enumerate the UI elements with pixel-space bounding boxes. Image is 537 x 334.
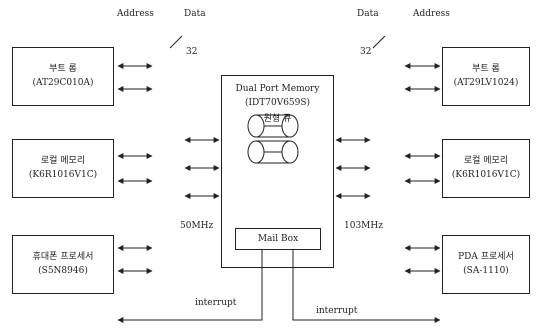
phone-processor: 휴대폰 프로세서 (S5N8946)	[12, 235, 114, 294]
left-boot-rom-name: 부트 롬	[13, 62, 113, 76]
left-clock-label: 50MHz	[180, 221, 213, 231]
right-local-memory: 로컬 메모리 (K6R1016V1C)	[442, 139, 530, 198]
left-local-memory: 로컬 메모리 (K6R1016V1C)	[12, 139, 114, 198]
left-interrupt-label: interrupt	[195, 298, 236, 308]
right-interrupt-label: interrupt	[316, 306, 357, 316]
right-address-label: Address	[413, 9, 450, 19]
left-data-label: Data	[184, 9, 206, 19]
left-bus-width: 32	[186, 47, 197, 57]
phone-processor-part: (S5N8946)	[13, 264, 113, 278]
right-local-memory-name: 로컬 메모리	[443, 154, 529, 168]
mailbox-label: Mail Box	[258, 234, 298, 244]
ring-queue-label: 원형 큐	[222, 112, 333, 126]
right-bus-width: 32	[360, 47, 371, 57]
phone-processor-name: 휴대폰 프로세서	[13, 250, 113, 264]
right-bus-slash	[373, 36, 385, 48]
dual-port-memory: Dual Port Memory (IDT70V659S) 원형 큐 Mail …	[221, 75, 334, 268]
left-address-label: Address	[117, 9, 154, 19]
right-local-memory-part: (K6R1016V1C)	[443, 168, 529, 182]
pda-processor-part: (SA-1110)	[443, 264, 529, 278]
left-boot-rom: 부트 롬 (AT29C010A)	[12, 47, 114, 106]
right-boot-rom: 부트 롬 (AT29LV1024)	[442, 47, 530, 106]
dual-port-memory-part: (IDT70V659S)	[222, 96, 333, 110]
dual-port-memory-title: Dual Port Memory	[222, 82, 333, 96]
right-boot-rom-name: 부트 롬	[443, 62, 529, 76]
right-clock-label: 103MHz	[344, 221, 383, 231]
left-local-memory-name: 로컬 메모리	[13, 154, 113, 168]
left-local-memory-part: (K6R1016V1C)	[13, 168, 113, 182]
right-data-label: Data	[357, 9, 379, 19]
mailbox: Mail Box	[235, 228, 321, 250]
left-bus-slash	[170, 36, 182, 48]
pda-processor-name: PDA 프로세서	[443, 250, 529, 264]
pda-processor: PDA 프로세서 (SA-1110)	[442, 235, 530, 294]
right-boot-rom-part: (AT29LV1024)	[443, 76, 529, 90]
left-boot-rom-part: (AT29C010A)	[13, 76, 113, 90]
